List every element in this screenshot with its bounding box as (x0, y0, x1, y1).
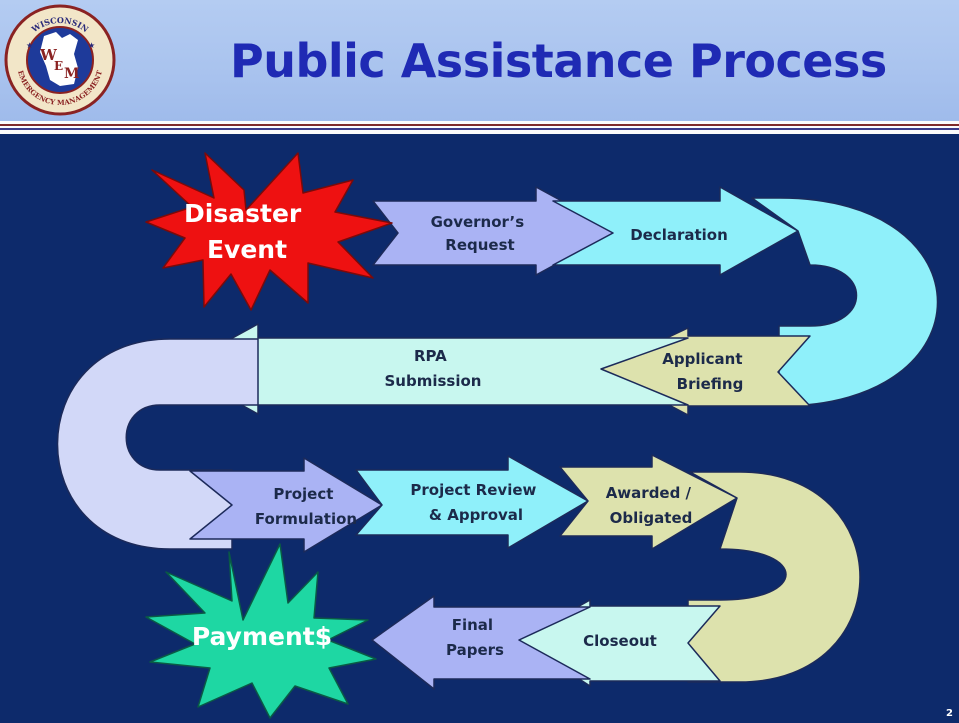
disaster-event-burst (145, 152, 393, 311)
header-band (0, 0, 959, 121)
logo-letter-w: W (39, 46, 58, 64)
rpa-submission-arrow (175, 323, 689, 415)
page-title: Public Assistance Process (230, 34, 887, 88)
project-formulation-arrow (189, 457, 383, 553)
public-assistance-flow-diagram: Disaster Event Governor’s Request Declar… (56, 152, 939, 719)
disaster-event-label: Disaster Event (184, 199, 310, 264)
svg-text:★: ★ (26, 41, 33, 50)
logo-letter-e: E (54, 59, 63, 73)
u-turn-left (56, 338, 259, 550)
awarded-obligated-label: Awarded / Obligated (606, 484, 697, 527)
governors-request-arrow (372, 186, 618, 276)
applicant-briefing-label: Applicant Briefing (662, 350, 747, 393)
logo-letter-m: M (64, 66, 80, 82)
u-turn-right-top (751, 197, 939, 407)
declaration-label: Declaration (630, 226, 728, 244)
wisconsin-emergency-management-logo: W E M WISCONSIN EMERGENCY MANAGEMENT ★ ★ (4, 4, 116, 116)
payment-label: Payment$ (192, 622, 332, 651)
declaration-arrow (552, 186, 799, 276)
final-papers-label: Final Papers (446, 616, 504, 659)
closeout-label: Closeout (583, 632, 657, 650)
project-formulation-label: Project Formulation (255, 485, 357, 528)
project-review-arrow (355, 455, 589, 549)
awarded-obligated-arrow (559, 454, 738, 550)
slide-number: 2 (946, 708, 953, 719)
closeout-arrow (518, 599, 721, 687)
governors-request-label: Governor’s Request (431, 213, 530, 254)
svg-text:★: ★ (88, 41, 95, 50)
header-divider (0, 121, 959, 134)
project-review-label: Project Review & Approval (410, 481, 541, 524)
rpa-submission-label: RPA Submission (385, 347, 482, 390)
payment-burst (145, 543, 377, 719)
final-papers-arrow (371, 595, 591, 690)
u-turn-right-bottom (687, 471, 861, 683)
